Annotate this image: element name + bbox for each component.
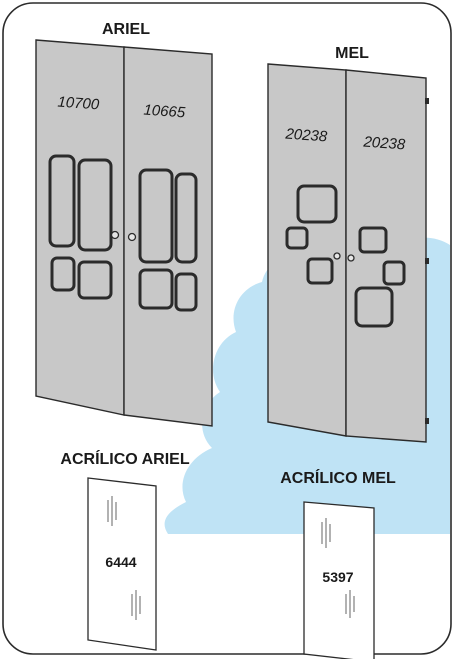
acrylic-mel-title: ACRÍLICO MEL [280, 468, 396, 487]
mel-window [306, 257, 334, 285]
mel-window [358, 226, 388, 254]
acrylic-ariel-code: 6444 [105, 554, 136, 570]
ariel-title: ARIEL [102, 21, 150, 38]
ariel-window [138, 168, 174, 264]
ariel-right-door [123, 46, 213, 427]
acrylic-ariel-panel [87, 477, 157, 651]
mel-right-code: 20238 [362, 134, 406, 154]
ariel-window [50, 256, 76, 292]
acrylic-ariel-group: ACRÍLICO ARIEL 6444 [60, 449, 190, 651]
mel-window [354, 286, 394, 328]
ariel-window [174, 172, 198, 264]
ariel-window [77, 260, 113, 300]
acrylic-mel-glare-icon [321, 518, 355, 618]
mel-hinge [425, 98, 429, 104]
acrylic-ariel-glare-icon [107, 496, 141, 620]
mel-hinge [425, 258, 429, 264]
acrylic-ariel-title: ACRÍLICO ARIEL [60, 449, 189, 468]
acrylic-mel-panel [303, 501, 375, 659]
mel-door-set: MEL 20238 20238 [267, 45, 429, 443]
ariel-window [48, 154, 76, 248]
mel-window [296, 184, 338, 224]
mel-left-door [267, 63, 347, 437]
ariel-knob-icon [110, 230, 120, 240]
mel-right-door [345, 69, 427, 443]
mel-title: MEL [335, 45, 369, 62]
acrylic-mel-code: 5397 [322, 569, 353, 585]
ariel-left-code: 10700 [57, 94, 100, 114]
ariel-door-set: ARIEL 10700 10665 [35, 21, 213, 427]
mel-knob-icon [333, 252, 341, 260]
ariel-window [174, 272, 198, 312]
mel-knob-icon [347, 254, 355, 262]
ariel-right-code: 10665 [143, 102, 186, 122]
acrylic-mel-group: ACRÍLICO MEL 5397 [280, 468, 396, 659]
mel-left-code: 20238 [284, 126, 328, 146]
mel-hinge [425, 418, 429, 424]
ariel-window [77, 158, 113, 252]
mel-window [382, 260, 406, 286]
ariel-window [138, 268, 174, 310]
ariel-knob-icon [127, 232, 137, 242]
mel-window [285, 226, 309, 250]
